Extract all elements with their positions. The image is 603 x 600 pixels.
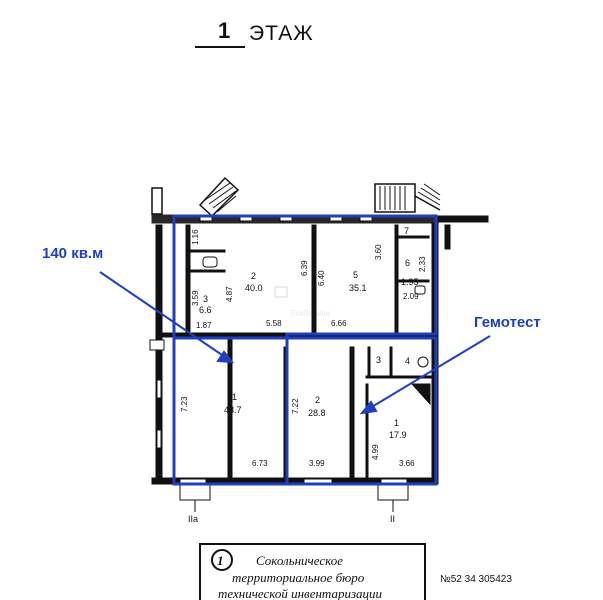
watermark: ForRetailer	[274, 286, 331, 318]
room-area: 40.0	[245, 283, 263, 293]
room-area: 48.7	[224, 405, 242, 415]
watermark-text: ForRetailer	[291, 309, 331, 318]
axis-label-left: IIa	[188, 514, 198, 524]
dimension-labels: 7.23 6.73 7.22 3.99 4.99 3.66 4.87 5.58 …	[180, 229, 427, 468]
room-labels: 1 48.7 2 28.8 1 17.9 2 40.0 5 35.1 3 6.6…	[199, 226, 419, 440]
room-area: 17.9	[389, 430, 407, 440]
dim: 6.73	[252, 459, 268, 468]
room-area: 28.8	[308, 408, 326, 418]
top-left-stairs	[151, 176, 240, 218]
stamp-line-1: Сокольническое	[256, 553, 343, 568]
room-id: 2	[315, 395, 320, 405]
highlight-outline	[172, 214, 438, 486]
dim: 7.22	[291, 398, 300, 414]
dim: 4.99	[371, 444, 380, 460]
room-area: 1.95	[401, 277, 419, 287]
dim: 1.16	[191, 229, 200, 245]
area-arrow	[99, 271, 235, 364]
dim: 3.60	[374, 244, 383, 260]
room-id: 7	[404, 226, 409, 236]
title-block: 1 Сокольническое территориальное бюро те…	[199, 543, 512, 600]
room-id: 5	[353, 270, 358, 280]
room-id: 2	[251, 271, 256, 281]
dim: 3.59	[191, 290, 200, 306]
stamp-circle-number: 1	[217, 553, 224, 568]
room-id: 6	[405, 258, 410, 268]
dim: 5.58	[266, 319, 282, 328]
axis-marker-left: IIa	[179, 483, 211, 524]
dim: 2.33	[418, 256, 427, 272]
tenant-arrow	[359, 335, 491, 415]
dim: 2.09	[403, 292, 419, 301]
dim: 7.23	[180, 396, 189, 412]
room-area: 6.6	[199, 305, 212, 315]
title-underline	[195, 46, 245, 48]
room-id: 3	[376, 355, 381, 365]
top-right-stairs	[374, 183, 441, 213]
dim: 4.87	[225, 286, 234, 302]
room-id: 1	[394, 418, 399, 428]
dim: 3.99	[309, 459, 325, 468]
dim: 6.66	[331, 319, 347, 328]
stamp-line-3: технической инвентаризации	[218, 586, 383, 600]
tenant-label: Гемотест	[474, 314, 541, 331]
area-label: 140 кв.м	[42, 245, 103, 262]
dim: 1.87	[196, 321, 212, 330]
dim: 3.66	[399, 459, 415, 468]
dim: 6.40	[317, 270, 326, 286]
floor-title: ЭТАЖ	[249, 22, 314, 45]
dim: 6.39	[300, 260, 309, 276]
room-id: 3	[203, 294, 208, 304]
registration-number: №52 34 305423	[440, 574, 512, 585]
axis-label-right: II	[390, 514, 395, 524]
room-id: 4	[405, 356, 410, 366]
axis-marker-right: II	[377, 483, 409, 524]
room-area: 35.1	[349, 283, 367, 293]
stamp-line-2: территориальное бюро	[232, 570, 365, 585]
floor-number: 1	[218, 18, 231, 43]
room-id: 1	[232, 392, 237, 402]
